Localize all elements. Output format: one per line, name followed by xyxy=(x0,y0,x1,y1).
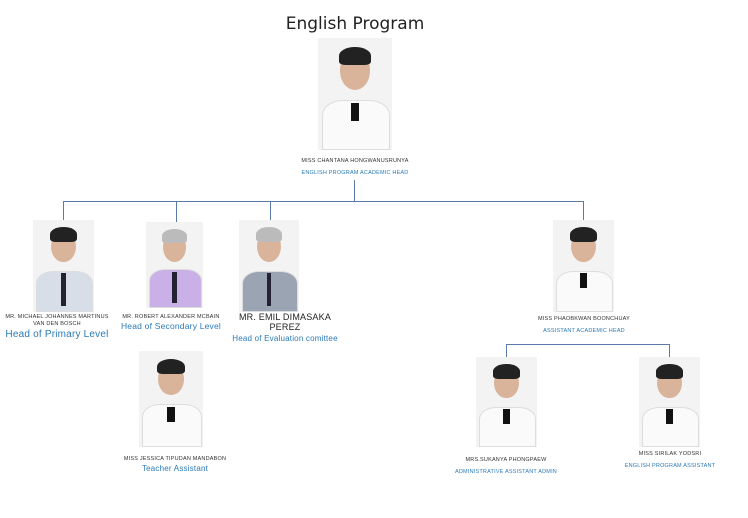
staff-label: MISS SIRILAK YODSRI ENGLISH PROGRAM ASSI… xyxy=(606,451,734,470)
staff-role: ENGLISH PROGRAM ASSISTANT xyxy=(624,463,716,470)
staff-label: MISS JESSICA TIPUDAN MANDABON Teacher As… xyxy=(110,456,240,473)
staff-name: MISS SIRILAK YODSRI xyxy=(638,451,702,457)
staff-role: Head of Evaluation comittee xyxy=(232,333,338,343)
connector xyxy=(583,201,584,220)
head-name: MISS CHANTANA HONGWANUSRUNYA xyxy=(301,158,409,164)
photo-staff xyxy=(33,220,94,312)
head-role: ENGLISH PROGRAM ACADEMIC HEAD xyxy=(301,170,409,177)
photo-staff xyxy=(239,220,299,312)
connector xyxy=(669,344,670,357)
photo-head xyxy=(318,38,392,150)
staff-label: MR. MICHAEL JOHANNES MARTINUS VAN DEN BO… xyxy=(2,314,112,341)
staff-role: ADMINISTRATIVE ASSISTANT ADMIN xyxy=(455,469,557,476)
staff-label: MRS.SUKANYA PHONGPAEW ADMINISTRATIVE ASS… xyxy=(436,457,576,476)
staff-role: Head of Secondary Level xyxy=(120,321,222,332)
connector xyxy=(63,201,64,220)
staff-role: ASSISTANT ACADEMIC HEAD xyxy=(543,328,625,335)
connector xyxy=(270,201,271,220)
connector xyxy=(354,180,355,201)
photo-staff xyxy=(476,357,537,447)
head-label: MISS CHANTANA HONGWANUSRUNYA ENGLISH PRO… xyxy=(270,158,440,177)
staff-label: MR. ROBERT ALEXANDER MCBAIN Head of Seco… xyxy=(116,314,226,332)
photo-staff xyxy=(139,351,203,447)
staff-name: MISS PHAOBKWAN BOONCHUAY xyxy=(538,316,630,322)
photo-staff xyxy=(639,357,700,447)
photo-staff xyxy=(146,222,203,308)
connector xyxy=(506,344,670,345)
connector xyxy=(63,201,584,202)
staff-name: MR. MICHAEL JOHANNES MARTINUS VAN DEN BO… xyxy=(5,314,109,328)
chart-title: English Program xyxy=(285,14,425,34)
connector xyxy=(176,201,177,222)
staff-name: MR. ROBERT ALEXANDER MCBAIN xyxy=(122,314,220,320)
staff-role: Head of Primary Level xyxy=(5,329,109,341)
staff-label: MR. EMIL DIMASAKA PEREZ Head of Evaluati… xyxy=(230,312,340,343)
staff-name: MISS JESSICA TIPUDAN MANDABON xyxy=(123,456,227,462)
connector xyxy=(506,344,507,357)
staff-name: MR. EMIL DIMASAKA PEREZ xyxy=(238,312,332,332)
photo-staff xyxy=(553,220,614,312)
staff-name: MRS.SUKANYA PHONGPAEW xyxy=(465,457,547,463)
staff-label: MISS PHAOBKWAN BOONCHUAY ASSISTANT ACADE… xyxy=(520,316,648,335)
staff-role: Teacher Assistant xyxy=(141,464,209,474)
